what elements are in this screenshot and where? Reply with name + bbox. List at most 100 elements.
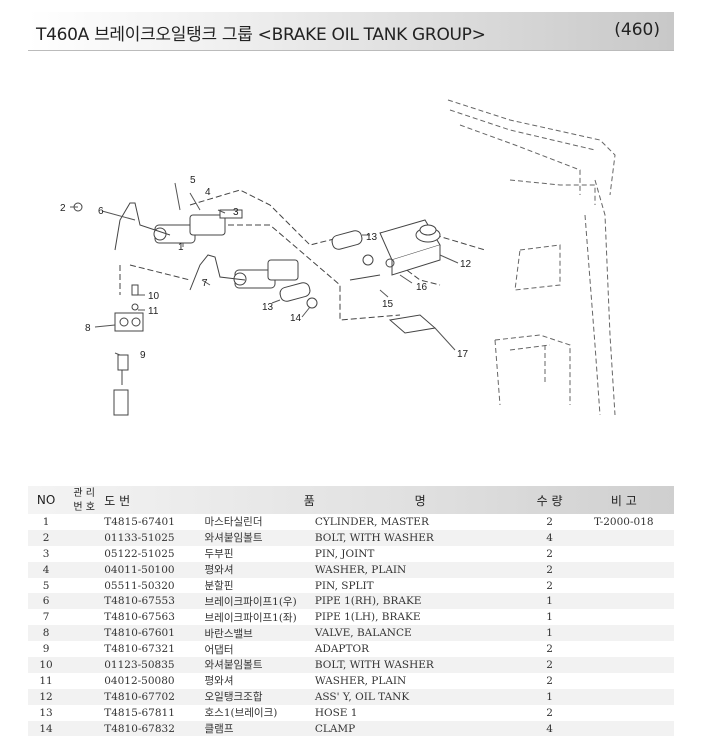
- cell-name-kr: 와셔붙임볼트: [204, 532, 263, 545]
- cell-name-kr: 와셔붙임볼트: [204, 659, 263, 672]
- cell-no: 10: [39, 658, 53, 671]
- callout-numbers: 1 2 3 4 5 6 7 8 9 10 11 12 13 13 14 15 1…: [60, 175, 472, 361]
- cell-name-kr: 바란스밸브: [204, 627, 253, 640]
- cell-name-en: PIPE 1(RH), BRAKE: [314, 595, 422, 608]
- cell-qty: 2: [546, 547, 553, 560]
- header-name-en: 명: [414, 493, 426, 508]
- cell-name-en: PIN, SPLIT: [314, 579, 374, 592]
- cell-remark: [574, 562, 674, 578]
- callout-13-lower: 13: [262, 302, 274, 313]
- cell-mgmt: [64, 625, 104, 641]
- page-number: (460): [614, 20, 660, 40]
- callout-14: 14: [290, 313, 302, 324]
- cell-no: 7: [42, 611, 50, 624]
- header-mgmt-number: 관 리 번 호: [64, 486, 104, 514]
- cell-no: 5: [42, 579, 50, 592]
- master-cylinder-upper: [153, 209, 243, 244]
- cell-no: 13: [39, 706, 53, 719]
- bolt-15: [349, 274, 381, 281]
- cell-mgmt: [64, 641, 104, 657]
- cell-name-kr: 평와셔: [204, 675, 234, 688]
- parts-table: NO 관 리 번 호 도 번 품 명 수 량 비 고 1 T4815-67401 마…: [28, 486, 674, 737]
- master-cylinder-lower: [233, 259, 299, 289]
- table-header-row: NO 관 리 번 호 도 번 품 명 수 량 비 고: [28, 486, 674, 514]
- cell-no: 3: [42, 547, 50, 560]
- frame-outline: [447, 99, 616, 416]
- header-mgmt-line1: 관 리: [73, 487, 95, 499]
- clamp-lower: [306, 297, 318, 309]
- cell-name-kr: 오일탱크조합: [204, 691, 263, 704]
- cell-qty: 1: [546, 611, 553, 624]
- cell-mgmt: [64, 705, 104, 721]
- cell-part-number: T4815-67401: [104, 515, 175, 528]
- cell-name-kr: 클램프: [204, 723, 234, 736]
- cell-remark: [574, 609, 674, 625]
- cell-remark: [574, 721, 674, 737]
- callout-2: 2: [60, 203, 66, 214]
- page-header: T460A 브레이크오일탱크 그룹 <BRAKE OIL TANK GROUP>…: [28, 12, 674, 51]
- exploded-parts-diagram: 1 2 3 4 5 6 7 8 9 10 11 12 13 13 14 15 1…: [60, 99, 616, 416]
- cell-name-en: WASHER, PLAIN: [314, 563, 407, 576]
- cell-qty: 4: [546, 722, 553, 735]
- cell-qty: 2: [546, 563, 553, 576]
- cell-mgmt: [64, 530, 104, 546]
- cell-part-number: 01123-50835: [104, 658, 175, 671]
- callout-7: 7: [202, 278, 208, 289]
- cell-name-en: CYLINDER, MASTER: [314, 515, 429, 528]
- mounting-pad: [388, 314, 437, 334]
- cell-part-number: 05511-50320: [104, 579, 175, 592]
- cell-name-en: PIN, JOINT: [314, 547, 375, 560]
- cell-remark: [574, 546, 674, 562]
- cell-remark: [574, 593, 674, 609]
- cell-remark: [574, 625, 674, 641]
- cell-qty: 2: [546, 658, 553, 671]
- parts-table-body: 1 T4815-67401 마스타실린더 CYLINDER, MASTER 2 T-200…: [28, 514, 674, 737]
- header-remark: 비 고: [610, 493, 637, 508]
- cell-part-number: T4810-67553: [104, 595, 175, 608]
- cell-mgmt: [64, 673, 104, 689]
- cell-part-number: T4810-67702: [104, 690, 175, 703]
- washer-11: [131, 303, 139, 311]
- adaptor-lower: [113, 389, 129, 416]
- cell-name-kr: 마스타실린더: [204, 516, 263, 529]
- callout-13-upper: 13: [366, 232, 378, 243]
- cell-remark: [574, 705, 674, 721]
- cell-no: 8: [42, 627, 50, 640]
- brake-pipe-rh: [114, 202, 171, 251]
- cell-part-number: 04012-50080: [104, 674, 175, 687]
- cell-name-kr: 브레이크파이프1(좌): [204, 611, 297, 624]
- page-title: T460A 브레이크오일탱크 그룹 <BRAKE OIL TANK GROUP>: [36, 25, 486, 45]
- header-name-kr: 품: [303, 493, 315, 508]
- cell-qty: 2: [546, 579, 553, 592]
- cell-mgmt: [64, 609, 104, 625]
- cell-part-number: T4815-67811: [104, 706, 175, 719]
- callout-6: 6: [98, 206, 104, 217]
- cell-qty: 2: [546, 674, 553, 687]
- cell-name-en: HOSE 1: [314, 706, 358, 719]
- cell-remark: [574, 578, 674, 594]
- cell-mgmt: [64, 514, 104, 530]
- cell-name-en: ASS' Y, OIL TANK: [314, 690, 410, 703]
- cell-name-kr: 브레이크파이프1(우): [204, 595, 297, 608]
- cell-remark: [574, 673, 674, 689]
- cell-no: 12: [39, 690, 53, 703]
- cell-name-en: VALVE, BALANCE: [314, 627, 412, 640]
- cell-mgmt: [64, 593, 104, 609]
- callout-5: 5: [190, 175, 196, 186]
- leader-lines: [70, 182, 459, 356]
- cell-qty: 2: [546, 706, 553, 719]
- cell-remark: T-2000-018: [594, 515, 654, 528]
- cell-name-en: PIPE 1(LH), BRAKE: [314, 611, 421, 624]
- cell-name-kr: 평와셔: [204, 564, 234, 577]
- cell-part-number: T4810-67832: [104, 722, 175, 735]
- clamp-upper: [362, 254, 374, 266]
- cell-name-kr: 어댑터: [204, 643, 234, 656]
